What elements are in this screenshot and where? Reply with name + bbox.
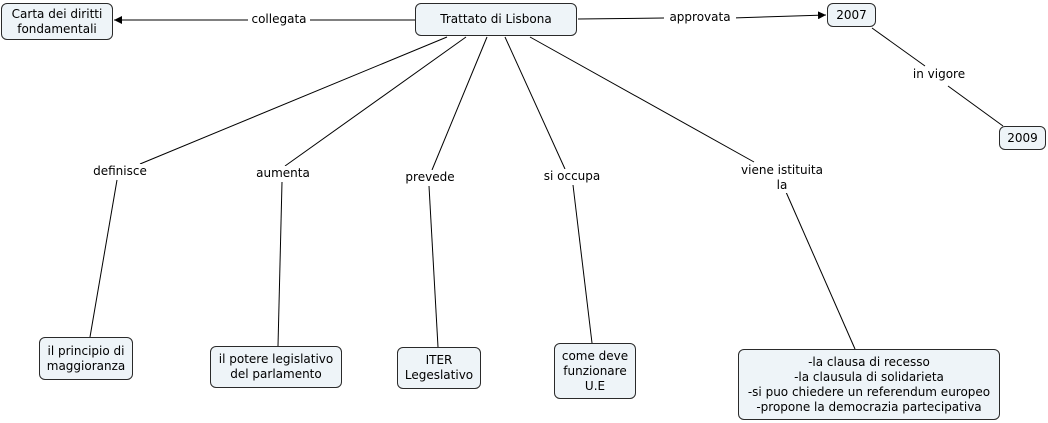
link-line-approvata-1 xyxy=(577,17,665,20)
link-label-collegata: collegata xyxy=(248,12,310,27)
link-line-si-occupa-1 xyxy=(504,36,566,170)
link-label-approvata: approvata xyxy=(664,10,736,25)
link-line-aumenta-2 xyxy=(277,181,283,347)
node-2007[interactable]: 2007 xyxy=(827,3,876,27)
node-iter-legeslativo[interactable]: ITER Legeslativo xyxy=(397,347,481,389)
node-come-deve-funzionare[interactable]: come deve funzionare U.E xyxy=(554,343,636,399)
node-clausole[interactable]: -la clausa di recesso -la clausula di so… xyxy=(738,349,1000,420)
link-label-si-occupa: si occupa xyxy=(534,169,610,184)
node-2009[interactable]: 2009 xyxy=(999,126,1046,150)
link-label-viene-istituita: viene istituita la xyxy=(732,163,832,193)
link-line-si-occupa-2 xyxy=(572,184,593,344)
node-carta-dei-diritti[interactable]: Carta dei diritti fondamentali xyxy=(1,3,113,40)
link-line-viene-istituita-2 xyxy=(785,191,856,350)
link-line-prevede-2 xyxy=(428,185,439,348)
link-line-in-vigore-1 xyxy=(871,27,926,67)
node-principio-maggioranza[interactable]: il principio di maggioranza xyxy=(39,337,133,380)
link-line-in-vigore-2 xyxy=(947,85,1004,127)
link-line-prevede-1 xyxy=(431,36,488,171)
link-line-definisce-2 xyxy=(89,179,118,338)
link-line-aumenta-1 xyxy=(284,36,467,167)
node-trattato-di-lisbona[interactable]: Trattato di Lisbona xyxy=(415,3,577,36)
link-line-approvata-2 xyxy=(731,11,827,20)
link-label-definisce: definisce xyxy=(86,164,154,179)
link-line-definisce-1 xyxy=(139,36,448,165)
link-label-aumenta: aumenta xyxy=(250,166,316,181)
node-potere-legislativo[interactable]: il potere legislativo del parlamento xyxy=(210,346,342,388)
link-label-prevede: prevede xyxy=(398,170,462,185)
link-line-viene-istituita-1 xyxy=(529,36,755,163)
link-label-in-vigore: in vigore xyxy=(905,67,973,82)
